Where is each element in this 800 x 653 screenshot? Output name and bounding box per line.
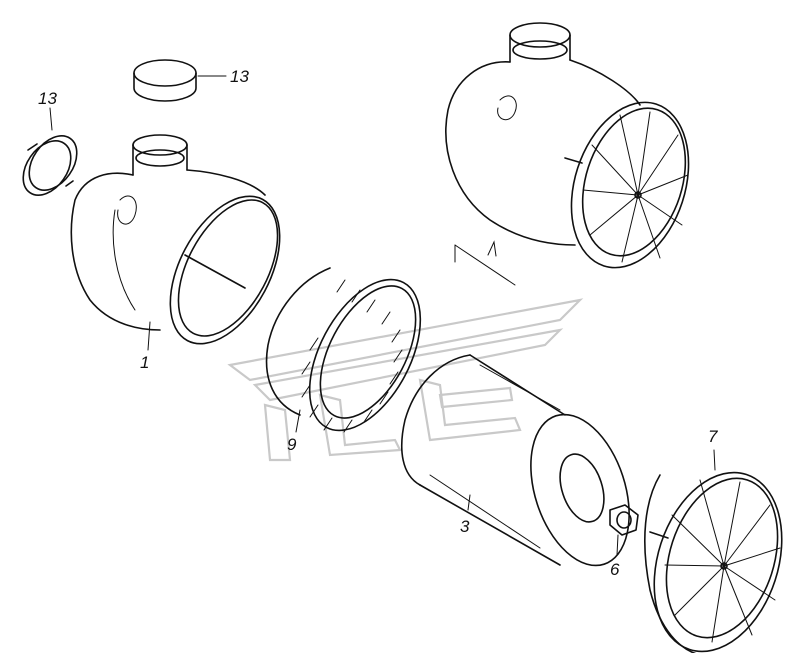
assembled-filter-view	[445, 22, 690, 269]
leader-nut	[616, 534, 619, 556]
callout-screen: 9	[287, 435, 297, 454]
watermark-logo	[227, 298, 584, 462]
leader-cap-ring	[49, 107, 53, 131]
leader-end-cover	[713, 449, 716, 471]
assembly-arrow	[454, 240, 516, 286]
leader-housing	[147, 321, 151, 351]
screen-part	[265, 267, 422, 433]
callout-end-cover: 7	[708, 427, 718, 446]
callout-nut: 6	[610, 560, 620, 579]
housing-part	[70, 134, 281, 345]
cap-small-part	[133, 59, 197, 102]
nut-part	[609, 504, 639, 536]
callout-housing: 1	[140, 353, 149, 372]
cap-ring-part	[22, 135, 78, 196]
callout-cap-small: 13	[230, 67, 249, 86]
callout-cap-ring: 13	[38, 89, 57, 108]
end-cover-part	[644, 471, 783, 653]
leader-screen	[295, 409, 301, 433]
callout-filter-element: 3	[460, 517, 470, 536]
filter-element-part	[400, 354, 630, 567]
leader-filter-element	[467, 494, 471, 511]
